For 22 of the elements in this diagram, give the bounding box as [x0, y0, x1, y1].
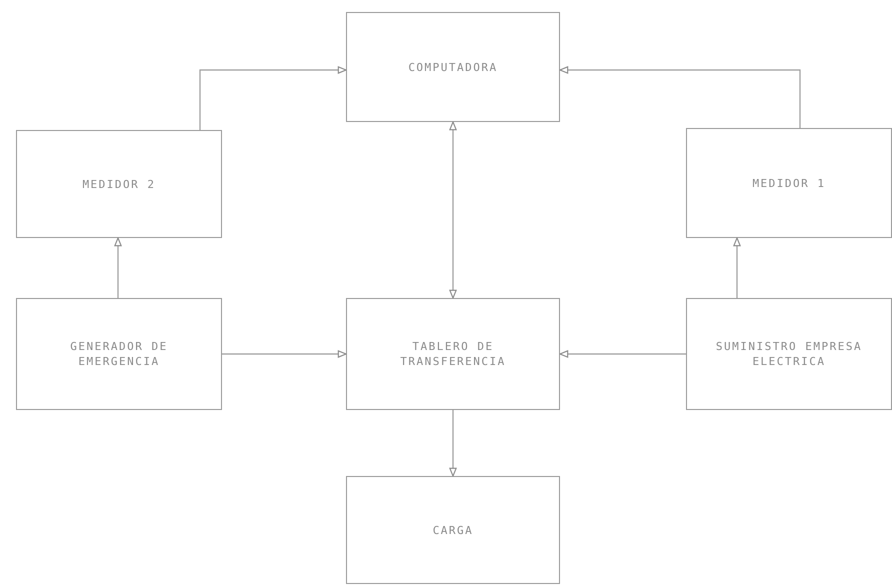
process-box: [346, 298, 560, 410]
arrow: [559, 66, 801, 128]
box-label: MEDIDOR 1: [752, 176, 826, 190]
box-label: COMPUTADORA: [408, 60, 498, 74]
arrow: [199, 66, 347, 130]
box-label: CARGA: [432, 522, 474, 538]
process-box: [16, 130, 222, 238]
process-box: [346, 476, 560, 584]
process-box: [346, 12, 560, 122]
box-label: TABLERO DE TRANSFERENCIA: [399, 339, 507, 369]
arrow: [449, 121, 457, 299]
box-label: GENERADOR DE EMERGENCIA: [69, 339, 169, 369]
process-box: [686, 298, 892, 410]
arrow: [733, 237, 741, 298]
process-box: [16, 298, 222, 410]
arrow: [449, 410, 457, 477]
process-box: [686, 128, 892, 238]
arrow: [222, 350, 347, 358]
arrow: [559, 350, 686, 358]
arrow: [114, 237, 122, 298]
box-label: SUMINISTRO EMPRESA ELECTRICA: [714, 339, 864, 369]
box-label: MEDIDOR 2: [82, 176, 156, 192]
